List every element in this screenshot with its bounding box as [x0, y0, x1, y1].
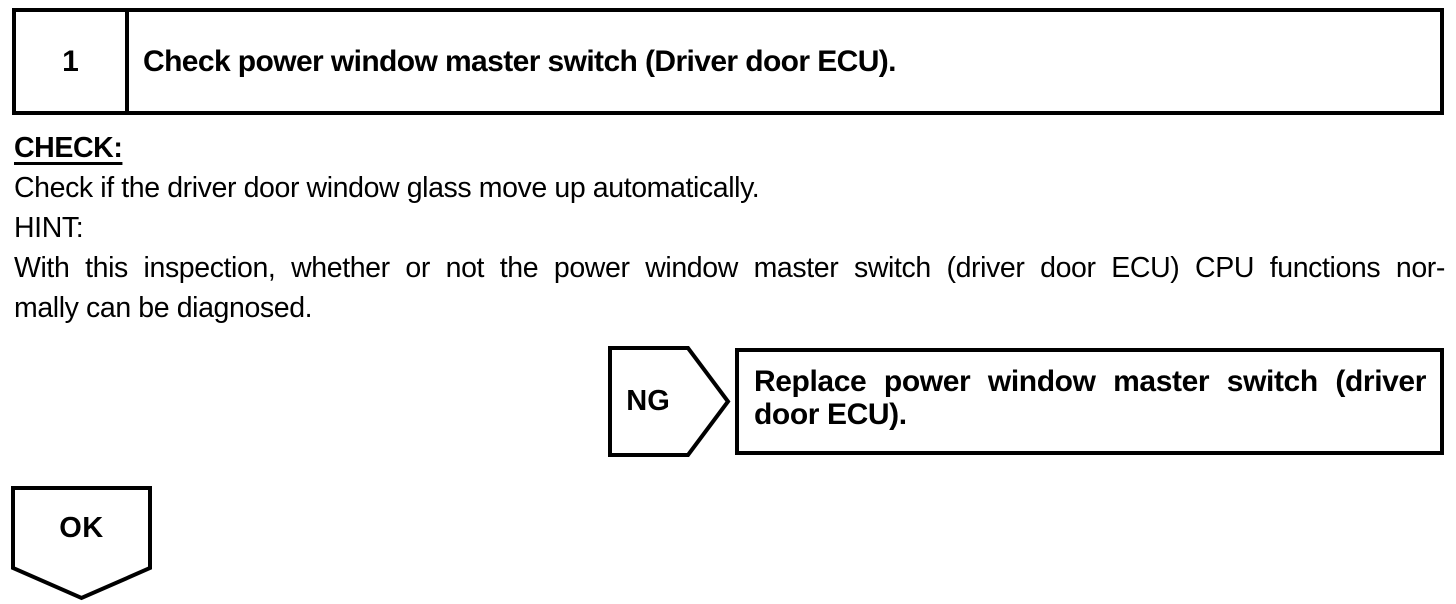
- hint-text-line-1: With this inspection, whether or not the…: [14, 252, 1445, 284]
- ok-connector: OK: [11, 486, 152, 602]
- ng-action-box: Replace power window master switch (driv…: [735, 348, 1444, 455]
- hint-label: HINT:: [14, 212, 84, 244]
- ng-label: NG: [626, 385, 670, 417]
- check-label-row: CHECK:: [14, 128, 1445, 168]
- step-title: Check power window master switch (Driver…: [143, 44, 896, 78]
- ng-action-line-1: Replace power window master switch (driv…: [754, 365, 1426, 398]
- ok-label: OK: [59, 511, 104, 544]
- step-number: 1: [16, 12, 129, 111]
- ng-pentagon-icon: [608, 346, 731, 457]
- step-header: 1 Check power window master switch (Driv…: [12, 8, 1444, 115]
- check-instruction: Check if the driver door window glass mo…: [14, 172, 760, 204]
- ng-action-line-2: door ECU).: [754, 398, 907, 431]
- check-label: CHECK:: [14, 132, 123, 164]
- instruction-text-block: CHECK: Check if the driver door window g…: [14, 128, 1445, 328]
- ng-connector: NG: [608, 346, 732, 457]
- hint-text-line-2: mally can be diagnosed.: [14, 292, 313, 324]
- ok-pentagon-icon: [11, 486, 152, 601]
